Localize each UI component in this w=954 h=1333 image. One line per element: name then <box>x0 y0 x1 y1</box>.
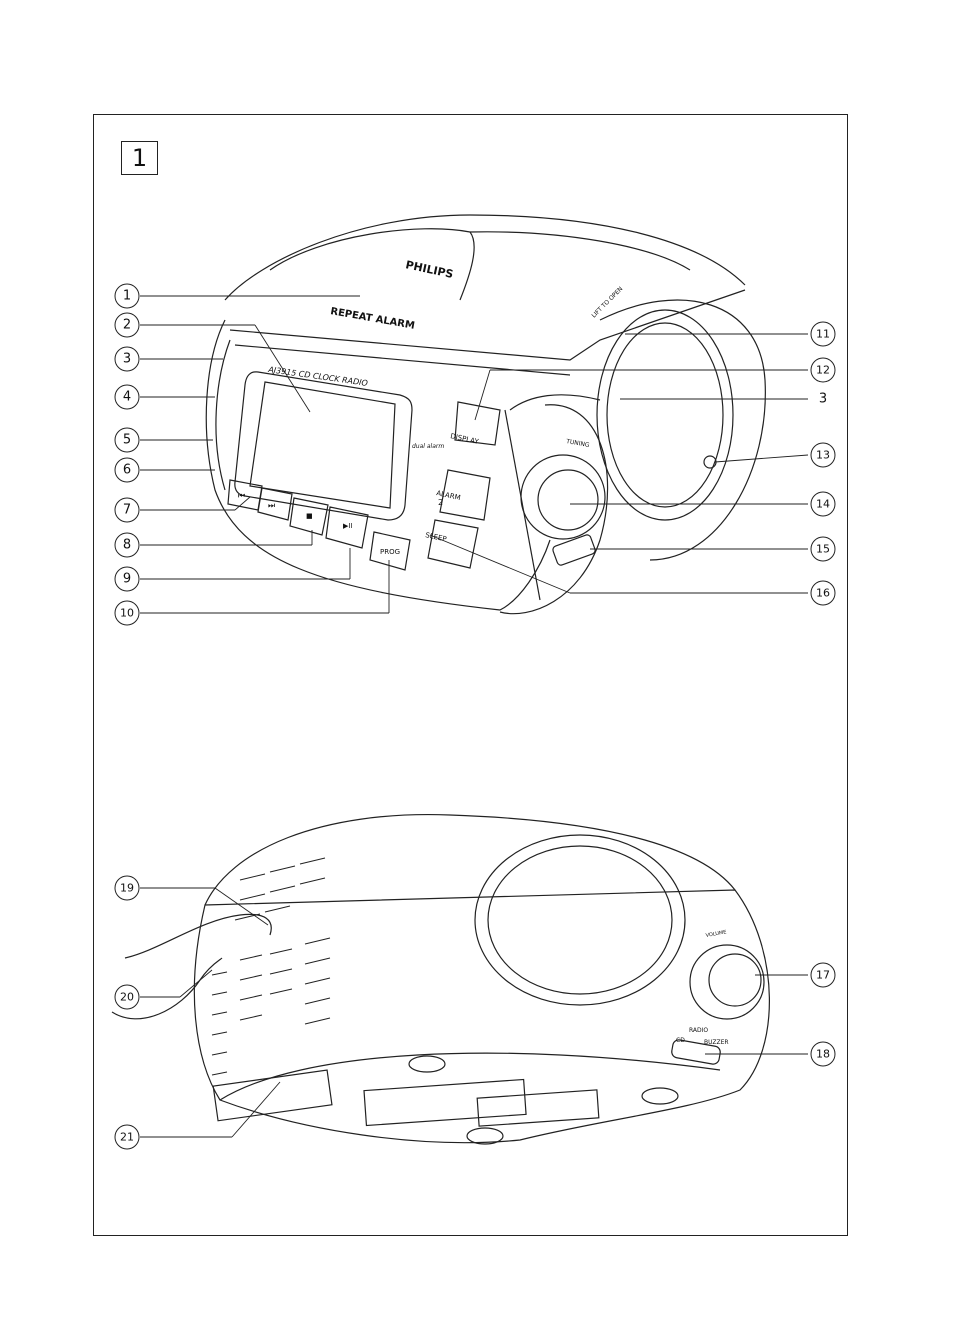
lid-outline <box>224 214 746 301</box>
callout-17: 17 <box>816 969 830 982</box>
callout-1: 1 <box>123 289 131 304</box>
bottom-body-outline <box>193 889 770 1144</box>
callout-3-left: 3 <box>123 352 131 367</box>
cd-switch-label: CD <box>676 1037 685 1044</box>
buzzer-switch <box>671 1039 721 1065</box>
callout-15: 15 <box>816 543 830 556</box>
callout-3-right: 3 <box>819 392 827 407</box>
callout-16: 16 <box>816 587 830 600</box>
figure-frame <box>93 114 848 1236</box>
radio-switch-label: RADIO <box>689 1027 708 1034</box>
stop-icon: ■ <box>306 512 313 520</box>
prog-label: PROG <box>380 548 400 556</box>
speaker-grille-top <box>596 309 734 521</box>
sleep-label: SLEEP <box>425 531 448 543</box>
sleep-button-shape <box>427 519 479 569</box>
callout-7: 7 <box>123 503 131 518</box>
callout-14: 14 <box>816 498 830 511</box>
callout-8: 8 <box>123 538 131 553</box>
callout-4: 4 <box>123 390 131 405</box>
callout-13: 13 <box>816 449 830 462</box>
alarm-number-label: 2 <box>438 498 443 507</box>
power-cord <box>124 913 272 959</box>
next-icon: ⏭ <box>268 501 275 510</box>
callout-19: 19 <box>120 882 134 895</box>
callout-12: 12 <box>816 364 830 377</box>
repeat-alarm-label: REPEAT ALARM <box>329 306 415 332</box>
band-selector <box>552 534 596 566</box>
brand-label: PHILIPS <box>404 258 454 281</box>
callout-10: 10 <box>120 607 134 620</box>
front-panel <box>205 319 551 611</box>
buzzer-switch-label: BUZZER <box>704 1039 729 1046</box>
headphone-jack <box>703 455 717 469</box>
speaker-grille-bottom <box>474 834 686 1006</box>
callout-11: 11 <box>816 328 830 341</box>
bottom-body-top <box>204 813 736 906</box>
lcd-display <box>234 371 413 521</box>
display-button-shape <box>454 401 501 446</box>
lid-recess <box>269 228 475 301</box>
battery-door <box>212 1069 333 1122</box>
callout-21: 21 <box>120 1131 134 1144</box>
lift-to-open-label: LIFT TO OPEN <box>590 286 624 320</box>
callout-6: 6 <box>123 463 131 478</box>
tuning-label: TUNING <box>565 438 591 449</box>
callout-2: 2 <box>123 318 131 333</box>
figure-number: 1 <box>121 141 158 175</box>
prev-icon: ⏮ <box>238 491 245 500</box>
prog-button-shape <box>369 531 411 571</box>
tuning-knob <box>520 454 606 540</box>
volume-knob <box>689 944 765 1020</box>
callout-9: 9 <box>123 572 131 587</box>
callout-20: 20 <box>120 991 134 1004</box>
volume-label: VOLUME <box>705 929 727 939</box>
alarm-button-shape <box>439 469 491 521</box>
callout-18: 18 <box>816 1048 830 1061</box>
dual-alarm-label: dual alarm <box>412 443 444 450</box>
display-label: DISPLAY <box>450 432 480 446</box>
play-pause-icon: ▶II <box>343 522 353 530</box>
callout-5: 5 <box>123 433 131 448</box>
